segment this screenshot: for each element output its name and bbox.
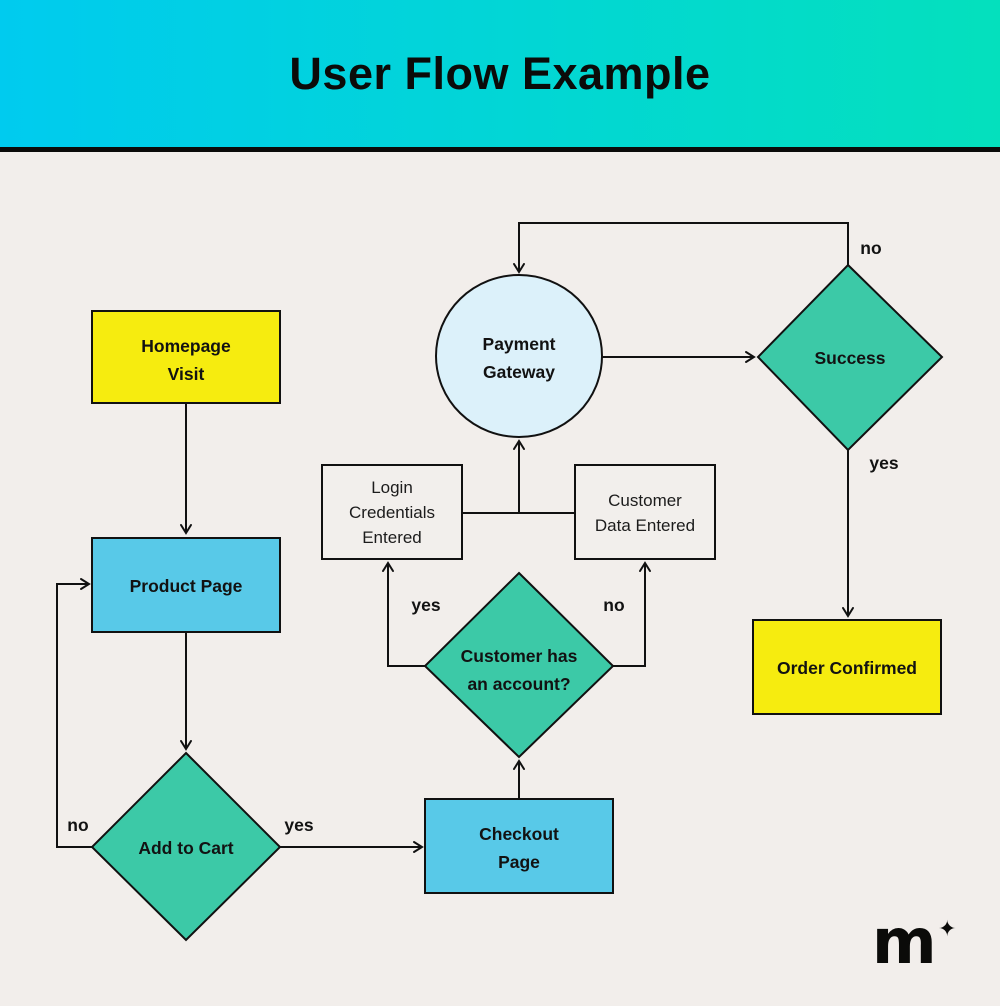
login-label-line1: Login bbox=[371, 478, 413, 497]
success-label: Success bbox=[814, 348, 885, 368]
cart-yes-label: yes bbox=[284, 815, 313, 835]
add-to-cart-label: Add to Cart bbox=[138, 838, 233, 858]
payment-label-line2: Gateway bbox=[483, 362, 555, 382]
node-account-decision bbox=[423, 571, 615, 759]
customer-data-label-line2: Data Entered bbox=[595, 516, 695, 535]
edge-cart-no-to-product bbox=[56, 578, 93, 848]
node-login-credentials bbox=[321, 464, 463, 560]
homepage-label-line2: Visit bbox=[168, 364, 205, 384]
account-no-label: no bbox=[603, 595, 624, 615]
node-customer-data bbox=[574, 464, 716, 560]
checkout-label-line2: Page bbox=[498, 852, 540, 872]
edge-account-no-to-customer-data bbox=[613, 561, 651, 667]
edge-success-no-to-payment bbox=[513, 222, 849, 274]
account-yes-label: yes bbox=[411, 595, 440, 615]
node-checkout-page bbox=[424, 798, 614, 894]
logo-m-letter: m bbox=[872, 905, 937, 978]
node-add-to-cart-decision bbox=[90, 751, 282, 942]
order-confirmed-label: Order Confirmed bbox=[777, 658, 917, 678]
page-title: User Flow Example bbox=[289, 47, 711, 99]
account-label-line1: Customer has bbox=[461, 646, 578, 666]
header-banner: User Flow Example bbox=[0, 0, 1000, 147]
edge-labels: no yes yes no no yes bbox=[67, 238, 899, 835]
success-no-label: no bbox=[860, 238, 881, 258]
brand-logo: m ✦ bbox=[872, 905, 956, 978]
success-yes-label: yes bbox=[869, 453, 898, 473]
flowchart-canvas: Homepage Visit Product Page Add to Cart … bbox=[56, 222, 956, 978]
login-label-line2: Credentials bbox=[349, 503, 435, 522]
node-success-decision bbox=[756, 263, 944, 452]
node-labels: Homepage Visit Product Page Add to Cart … bbox=[130, 334, 917, 872]
checkout-label-line1: Checkout bbox=[479, 824, 559, 844]
node-product-page bbox=[91, 537, 281, 633]
homepage-label-line1: Homepage bbox=[141, 336, 231, 356]
logo-star-icon: ✦ bbox=[938, 917, 956, 942]
product-page-label: Product Page bbox=[130, 576, 243, 596]
payment-label-line1: Payment bbox=[483, 334, 556, 354]
header-divider bbox=[0, 147, 1000, 152]
node-order-confirmed bbox=[752, 619, 942, 715]
node-homepage-visit bbox=[91, 310, 281, 404]
login-label-line3: Entered bbox=[362, 528, 422, 547]
customer-data-label-line1: Customer bbox=[608, 491, 682, 510]
edge-group bbox=[56, 222, 854, 853]
node-payment-gateway bbox=[435, 274, 603, 438]
edge-account-yes-to-login bbox=[382, 561, 425, 667]
account-label-line2: an account? bbox=[467, 674, 570, 694]
cart-no-label: no bbox=[67, 815, 88, 835]
